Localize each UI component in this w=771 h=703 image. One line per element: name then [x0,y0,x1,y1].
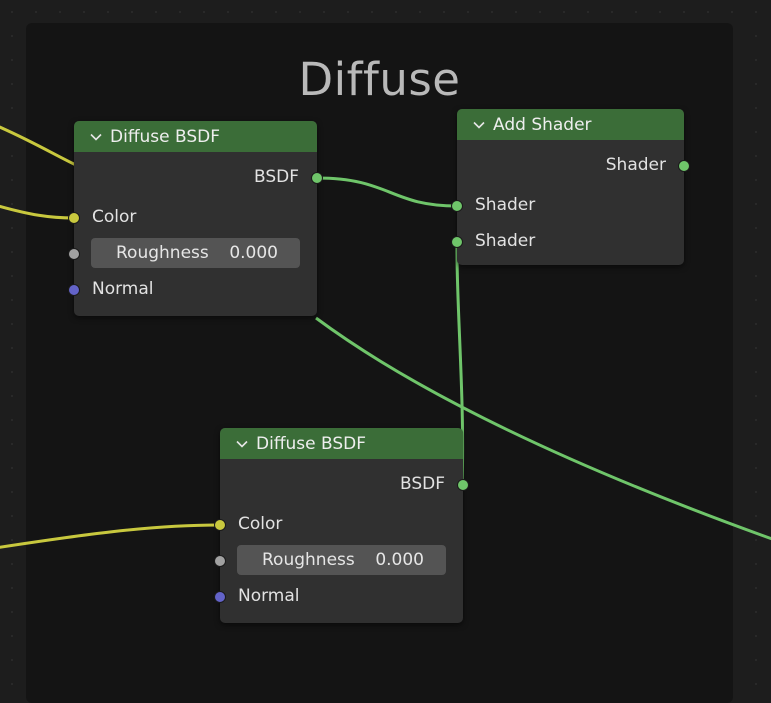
input-label-normal: Normal [238,586,300,606]
input-socket-color[interactable] [68,212,80,224]
output-label-shader: Shader [605,155,666,175]
link-offscreen[interactable] [315,316,771,541]
link-bsdf1-to-shader1[interactable] [316,176,458,208]
link-color-in-top[interactable] [0,204,75,220]
chevron-down-icon[interactable] [90,131,102,143]
input-socket-normal[interactable] [214,591,226,603]
output-socket-shader[interactable] [678,160,690,172]
input-socket-shader-1[interactable] [451,200,463,212]
node-diffuse-bsdf-1[interactable]: Diffuse BSDF BSDF Color Roughness 0.000 … [68,121,323,316]
input-label-normal: Normal [92,279,154,299]
node-title: Diffuse BSDF [110,126,221,147]
node-diffuse-bsdf-2[interactable]: Diffuse BSDF BSDF Color Roughness 0.000 … [214,428,469,623]
node-title: Add Shader [493,114,592,135]
node-header[interactable]: Add Shader [457,109,684,140]
roughness-value: 0.000 [375,550,424,570]
roughness-field[interactable]: Roughness 0.000 [237,545,446,575]
chevron-down-icon[interactable] [236,438,248,450]
link-color-in-bottom[interactable] [0,523,220,549]
input-socket-roughness[interactable] [214,555,226,567]
output-socket-bsdf[interactable] [311,172,323,184]
input-label-color: Color [238,514,283,534]
node-header[interactable]: Diffuse BSDF [74,121,317,152]
input-label-shader-2: Shader [475,231,536,251]
node-add-shader[interactable]: Add Shader Shader Shader Shader [451,109,690,265]
roughness-value: 0.000 [229,243,278,263]
input-socket-normal[interactable] [68,284,80,296]
chevron-down-icon[interactable] [473,119,485,131]
roughness-label: Roughness [116,243,209,263]
roughness-label: Roughness [262,550,355,570]
input-socket-shader-2[interactable] [451,236,463,248]
frame-title: Diffuse [298,53,461,106]
input-label-color: Color [92,207,137,227]
link-color-in-top-upper[interactable] [0,125,77,167]
node-header[interactable]: Diffuse BSDF [220,428,463,459]
input-label-shader-1: Shader [475,195,536,215]
roughness-field[interactable]: Roughness 0.000 [91,238,300,268]
output-label-bsdf: BSDF [399,474,445,494]
input-socket-color[interactable] [214,519,226,531]
node-title: Diffuse BSDF [256,433,367,454]
output-label-bsdf: BSDF [253,167,299,187]
input-socket-roughness[interactable] [68,248,80,260]
output-socket-bsdf[interactable] [457,479,469,491]
